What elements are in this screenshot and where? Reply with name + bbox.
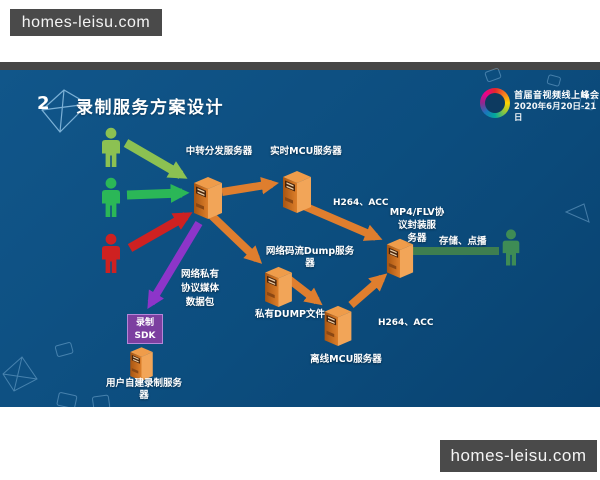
slide-number-badge: 2 [37,93,50,114]
slide-title: 录制服务方案设计 [76,98,224,118]
arrow-publisher2-to-relay [126,183,190,203]
conference-info: 首届音视频线上峰会 2020年6月20日-21日 [514,91,600,124]
publisher-user-3-icon [98,233,124,275]
packet-label-line1: 网络私有 [180,269,219,280]
user-server-label-line2: 器 [139,390,149,401]
relay-server-icon [191,173,225,219]
slide: 2 录制服务方案设计 首届音视频线上峰会 2020年6月20日-21日 录制 S… [0,62,600,407]
realtime-mcu-server-icon [280,167,314,213]
mp4-label-line3: 务器 [407,233,427,244]
arrow-offline-mcu-to-mp4 [348,273,388,309]
packet-label-line2: 协议媒体 [180,283,219,294]
publisher-user-1-icon [98,127,124,169]
realtime-mcu-label: 实时MCU服务器 [270,146,342,157]
mp4-label-line1: MP4/FLV协 [389,207,445,218]
arrow-publisher3-to-relay [127,212,193,252]
sdk-label-line2: SDK [134,331,156,341]
mp4-label-line2: 议封装服 [397,220,436,231]
user-server-label: 用户自建录制服务 器 [104,378,184,402]
offline-mcu-server-icon [321,302,355,346]
private-packet-label: 网络私有 协议媒体 数据包 [176,268,224,310]
storage-label: 存储、点播 [439,236,487,247]
viewer-user-icon [499,228,523,268]
arrow-relay-to-realtime-mcu [221,176,279,196]
relay-server-label: 中转分发服务器 [185,146,253,157]
dump-server-label: 网络码流Dump服务器 [265,246,355,269]
slide-top-bar [0,62,600,70]
private-dump-label: 私有DUMP文件 [255,309,326,320]
user-recording-server-icon [125,344,158,381]
recording-sdk-box: 录制 SDK [127,314,163,344]
codec-bottom-label: H264、ACC [378,318,434,328]
watermark-bottom-text: homes-leisu.com [450,446,587,465]
sdk-label-line1: 录制 [135,318,154,328]
watermark-top-text: homes-leisu.com [21,13,151,31]
conference-date: 2020年6月20日-21日 [514,102,597,123]
arrow-relay-to-dump [208,212,263,264]
packet-label-line3: 数据包 [185,297,215,308]
publisher-user-2-icon [98,177,124,219]
user-server-label-line1: 用户自建录制服务 [105,378,182,389]
offline-mcu-label: 离线MCU服务器 [310,354,382,365]
conference-name: 首届音视频线上峰会 [514,91,600,101]
arrow-publisher1-to-relay [123,139,188,179]
watermark-bottom: homes-leisu.com [440,440,597,472]
codec-top-label: H264、ACC [333,198,389,208]
watermark-top: homes-leisu.com [10,9,162,36]
conference-logo-icon [480,88,510,118]
mp4-server-label: MP4/FLV协 议封装服 务器 [389,206,445,245]
